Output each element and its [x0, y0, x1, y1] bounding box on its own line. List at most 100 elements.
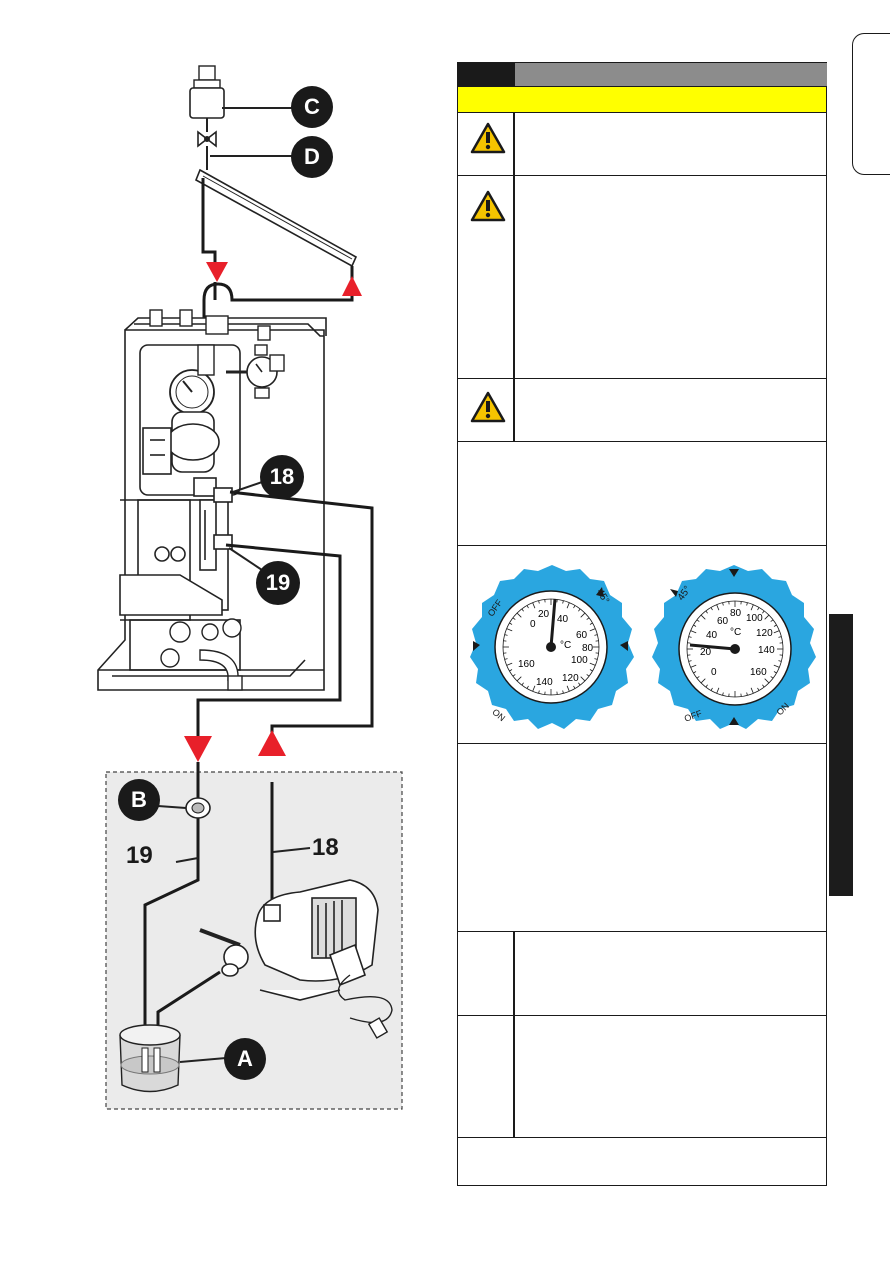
- dial-tick: [512, 674, 516, 677]
- dial-tick: [594, 658, 598, 660]
- dial-tick: [594, 634, 598, 636]
- dial-tick: [693, 624, 697, 627]
- dial-tick: [710, 687, 713, 691]
- dial-tick: [773, 624, 777, 627]
- dial-tick: [516, 676, 522, 682]
- callout-18-top: 18: [260, 455, 304, 499]
- dial-tick: [696, 619, 700, 622]
- dial-tick: [693, 671, 697, 674]
- text-row: [458, 743, 826, 931]
- callout-a: A: [224, 1038, 266, 1080]
- flow-arrow-down-top: [206, 262, 228, 282]
- dial-tick: [770, 619, 774, 622]
- dial-tick: [757, 687, 760, 691]
- dial-tick: [578, 608, 581, 612]
- gauge-left-tick-140: 140: [536, 677, 553, 688]
- dial-tick: [762, 610, 765, 614]
- dial-tick: [538, 600, 540, 604]
- bucket: [119, 1024, 181, 1093]
- flow-arrow-up-top: [342, 276, 362, 296]
- dial-tick: [509, 622, 513, 625]
- dial-tick: [746, 692, 748, 696]
- gauge-left-tick-0: 0: [530, 619, 536, 630]
- callout-b: B: [118, 779, 160, 821]
- dial-tick: [773, 630, 780, 634]
- warning-icon: [470, 190, 506, 222]
- circulation-pump: [142, 411, 220, 475]
- dial-tick: [716, 604, 720, 611]
- gauge-needle: [549, 598, 557, 648]
- dial-tick: [746, 602, 748, 606]
- pipe-label-19: 19: [126, 842, 153, 869]
- warning-icon: [470, 391, 506, 423]
- procedure-panel: 0 20 40 60 80 100 120 140 160 °C OFF ON …: [457, 62, 827, 1186]
- dial-tick: [512, 617, 516, 620]
- language-tab: [852, 33, 890, 175]
- flow-meter: [119, 477, 233, 616]
- thermometer-handle-left: [470, 565, 634, 729]
- air-vent: [189, 65, 225, 170]
- gauge-right-tick-120: 120: [756, 628, 773, 639]
- dial-tick: [757, 607, 760, 611]
- section-tab: [829, 614, 853, 896]
- dial-tick: [506, 662, 513, 666]
- callout-c: C: [291, 86, 333, 128]
- dial-tick: [526, 685, 529, 689]
- dial-tick: [690, 630, 697, 634]
- pressure-gauge: [226, 344, 285, 399]
- warning-row-2: [458, 175, 826, 378]
- dial-tick: [586, 674, 590, 677]
- header-black-cell: [458, 63, 515, 86]
- dial-tick: [589, 669, 593, 672]
- dial-tick: [566, 685, 570, 692]
- dial-tick: [532, 685, 536, 692]
- gauge-left-tick-160: 160: [518, 659, 535, 670]
- gauge-right-tick-140: 140: [758, 645, 775, 656]
- callout-d: D: [291, 136, 333, 178]
- gauge-right-tick-160: 160: [750, 667, 767, 678]
- icon-column-divider: [513, 112, 515, 441]
- dial-tick: [589, 628, 596, 632]
- dial-tick: [580, 676, 586, 682]
- dial-tick: [538, 690, 540, 694]
- gauge-right-unit: °C: [730, 627, 742, 638]
- header-grey-bar: [515, 63, 827, 86]
- dial-tick: [710, 607, 713, 611]
- dial-tick: [722, 602, 724, 606]
- gauge-left-tick-100: 100: [571, 655, 588, 666]
- dial-tick: [770, 676, 774, 679]
- dial-tick: [504, 658, 508, 660]
- gauge-right-tick-80: 80: [730, 608, 742, 619]
- step-row-1: [458, 931, 826, 1015]
- dial-tick: [562, 690, 564, 694]
- step-row-2: [458, 1015, 826, 1137]
- dial-tick: [526, 605, 529, 609]
- dial-tick: [750, 687, 754, 694]
- dial-tick: [589, 662, 596, 666]
- dial-tick: [700, 678, 706, 684]
- filter: [185, 797, 211, 819]
- gauge-right-tick-0: 0: [711, 667, 717, 678]
- gauge-left-tick-40: 40: [557, 614, 569, 625]
- gauge-left-tick-20: 20: [538, 609, 550, 620]
- warning-row-1: [458, 112, 826, 175]
- flow-arrow-up-bottom: [258, 730, 286, 756]
- dial-tick: [532, 602, 536, 609]
- dial-tick: [506, 628, 513, 632]
- dial-tick: [562, 600, 564, 604]
- warning-row-3: [458, 378, 826, 441]
- collector-pipe: [194, 168, 358, 268]
- station-thermometer: [169, 344, 215, 415]
- dial-tick: [778, 660, 782, 662]
- filling-pump: [199, 879, 379, 1001]
- dial-tick: [573, 685, 576, 689]
- dial-tick: [773, 664, 780, 668]
- text-row: [458, 1137, 826, 1185]
- gauge-right-tick-20: 20: [700, 647, 712, 658]
- dial-tick: [688, 636, 692, 638]
- dial-tick: [688, 660, 692, 662]
- dial-tick: [586, 617, 590, 620]
- dial-tick: [722, 692, 724, 696]
- text-row: [458, 441, 826, 545]
- dial-tick: [716, 687, 720, 694]
